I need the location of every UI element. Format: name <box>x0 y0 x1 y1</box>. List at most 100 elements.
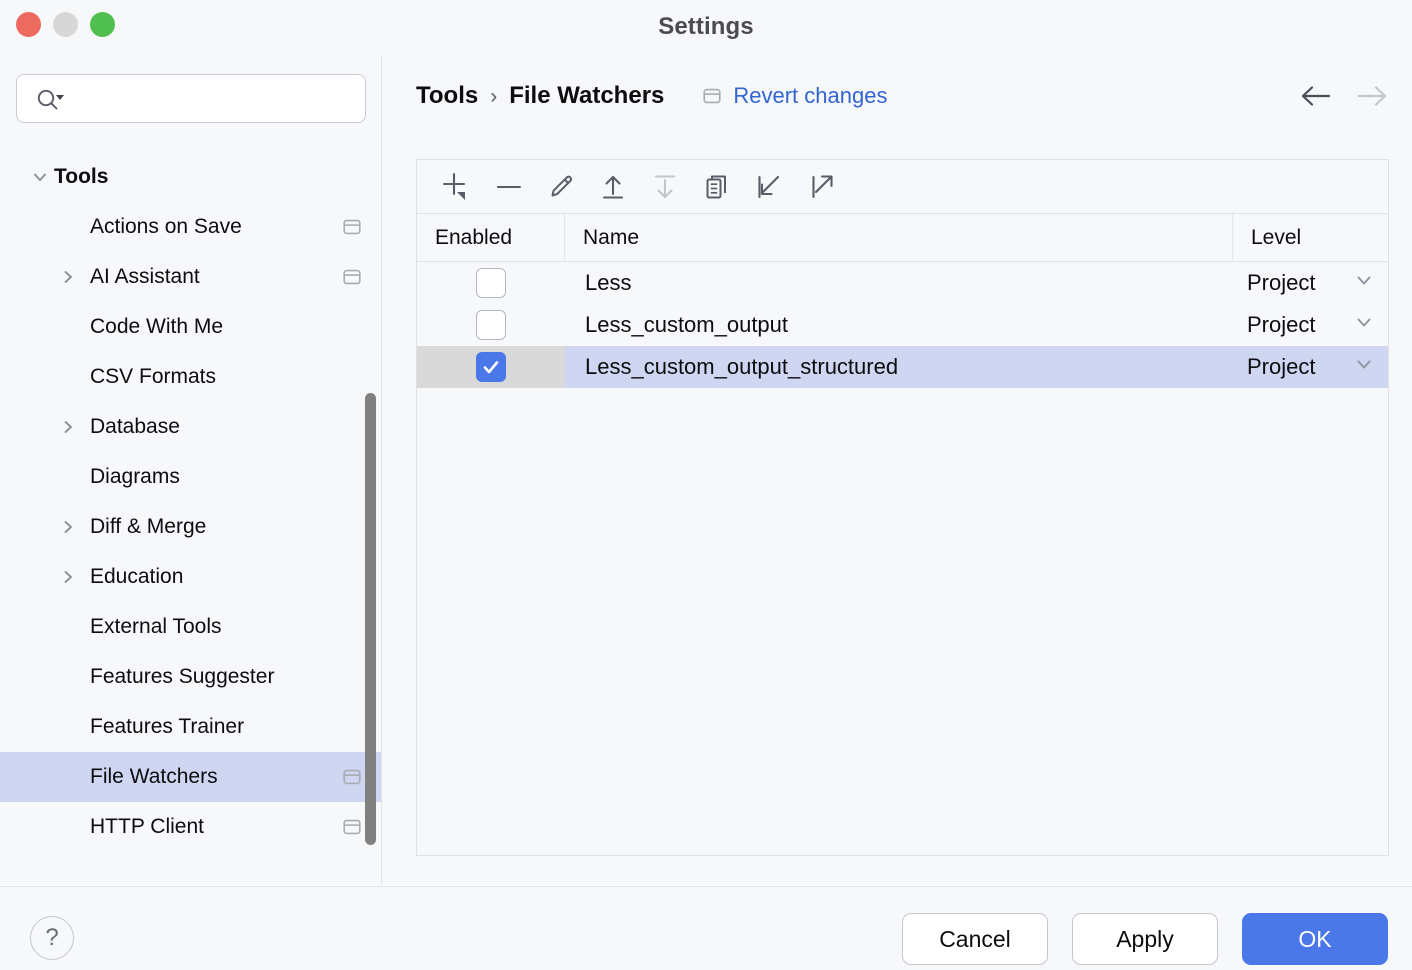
chevron-right-icon[interactable] <box>54 402 82 452</box>
cancel-button[interactable]: Cancel <box>902 913 1048 965</box>
tree-indent <box>26 327 54 328</box>
sidebar-item-csv-formats[interactable]: CSV Formats <box>0 352 381 402</box>
apply-button[interactable]: Apply <box>1072 913 1218 965</box>
table-row[interactable]: Less_custom_output Project <box>417 304 1388 346</box>
sidebar-item-diff-merge[interactable]: Diff & Merge <box>0 502 381 552</box>
sidebar-item-label: Diagrams <box>90 465 180 488</box>
sidebar-item-database[interactable]: Database <box>0 402 381 452</box>
sidebar-item-diagrams[interactable]: Diagrams <box>0 452 381 502</box>
watchers-toolbar <box>417 160 1388 214</box>
history-navigation <box>1298 82 1390 110</box>
level-dropdown[interactable]: Project <box>1233 353 1388 381</box>
cell-watcher-name: Less_custom_output <box>585 312 789 337</box>
tree-twisty-placeholder <box>54 302 82 352</box>
level-dropdown[interactable]: Project <box>1233 269 1388 297</box>
level-value: Project <box>1247 270 1316 295</box>
sidebar-item-features-suggester[interactable]: Features Suggester <box>0 652 381 702</box>
sidebar-item-label: Database <box>90 415 180 438</box>
sidebar-scrollbar-thumb[interactable] <box>365 393 376 845</box>
move-up-icon[interactable] <box>587 164 639 210</box>
add-watcher-icon[interactable] <box>431 164 483 210</box>
chevron-right-icon[interactable] <box>54 252 82 302</box>
breadcrumb-current: File Watchers <box>509 82 665 109</box>
tree-twisty-placeholder <box>54 202 82 252</box>
export-watcher-icon[interactable] <box>795 164 847 210</box>
sidebar-item-label: Features Suggester <box>90 665 275 688</box>
import-watcher-icon[interactable] <box>743 164 795 210</box>
tree-indent <box>26 827 54 828</box>
search-box-wrapper <box>16 74 366 123</box>
chevron-down-icon[interactable] <box>26 152 54 202</box>
watchers-table-header: Enabled Name Level <box>417 213 1388 262</box>
navigate-forward-icon[interactable] <box>1354 82 1390 110</box>
level-value: Project <box>1247 354 1316 379</box>
chevron-right-icon[interactable] <box>54 552 82 602</box>
sidebar-item-code-with-me[interactable]: Code With Me <box>0 302 381 352</box>
enabled-checkbox[interactable] <box>476 352 506 382</box>
sidebar-item-external-tools[interactable]: External Tools <box>0 602 381 652</box>
search-box[interactable] <box>16 74 366 123</box>
sidebar-item-tools[interactable]: Tools <box>0 152 381 202</box>
enabled-checkbox[interactable] <box>476 268 506 298</box>
sidebar-item-http-client[interactable]: HTTP Client <box>0 802 381 852</box>
revert-changes-button[interactable]: Revert changes <box>703 83 887 109</box>
cell-enabled <box>417 304 565 346</box>
sidebar-item-label: File Watchers <box>90 765 218 788</box>
sidebar-item-label: AI Assistant <box>90 265 200 288</box>
chevron-right-icon[interactable] <box>54 502 82 552</box>
enabled-checkbox[interactable] <box>476 310 506 340</box>
cell-enabled <box>417 262 565 304</box>
tree-twisty-placeholder <box>54 702 82 752</box>
level-value: Project <box>1247 312 1316 337</box>
column-header-level[interactable]: Level <box>1251 225 1302 249</box>
tree-indent <box>26 727 54 728</box>
help-button[interactable]: ? <box>30 916 74 960</box>
revert-changes-label: Revert changes <box>733 83 888 108</box>
sidebar-item-features-trainer[interactable]: Features Trainer <box>0 702 381 752</box>
edit-watcher-icon[interactable] <box>535 164 587 210</box>
settings-main-pane: Tools › File Watchers Revert changes <box>383 56 1412 885</box>
sidebar-item-ai-assistant[interactable]: AI Assistant <box>0 252 381 302</box>
sidebar-item-label: Actions on Save <box>90 215 242 238</box>
column-header-enabled[interactable]: Enabled <box>417 213 565 262</box>
tree-twisty-placeholder <box>54 602 82 652</box>
remove-watcher-icon[interactable] <box>483 164 535 210</box>
zoom-window-button[interactable] <box>90 12 115 37</box>
sidebar-item-label: External Tools <box>90 615 222 638</box>
project-scope-icon <box>343 819 361 835</box>
project-scope-icon <box>343 769 361 785</box>
sidebar-item-label: HTTP Client <box>90 815 204 838</box>
close-window-button[interactable] <box>16 12 41 37</box>
search-icon <box>35 88 69 110</box>
sidebar-item-label: CSV Formats <box>90 365 217 388</box>
minimize-window-button[interactable] <box>53 12 78 37</box>
navigate-back-icon[interactable] <box>1298 82 1334 110</box>
project-scope-icon <box>343 269 361 285</box>
ok-button[interactable]: OK <box>1242 913 1388 965</box>
sidebar-item-label: Diff & Merge <box>90 515 207 538</box>
tree-twisty-placeholder <box>54 802 82 852</box>
tree-indent <box>26 477 54 478</box>
breadcrumb: Tools › File Watchers Revert changes <box>416 80 887 112</box>
tree-indent <box>26 627 54 628</box>
window-controls <box>16 12 115 37</box>
tree-indent <box>26 577 54 578</box>
sidebar-item-education[interactable]: Education <box>0 552 381 602</box>
sidebar-item-file-watchers[interactable]: File Watchers <box>0 752 381 802</box>
search-input[interactable] <box>73 75 361 122</box>
tree-indent <box>26 377 54 378</box>
cell-enabled <box>417 346 565 388</box>
tree-twisty-placeholder <box>54 752 82 802</box>
chevron-down-icon <box>1353 353 1375 381</box>
sidebar-item-label: Code With Me <box>90 315 224 338</box>
breadcrumb-parent[interactable]: Tools <box>416 82 479 109</box>
level-dropdown[interactable]: Project <box>1233 311 1388 339</box>
tree-twisty-placeholder <box>54 652 82 702</box>
column-header-name[interactable]: Name <box>565 213 1233 262</box>
copy-watcher-icon[interactable] <box>691 164 743 210</box>
sidebar-item-actions-on-save[interactable]: Actions on Save <box>0 202 381 252</box>
